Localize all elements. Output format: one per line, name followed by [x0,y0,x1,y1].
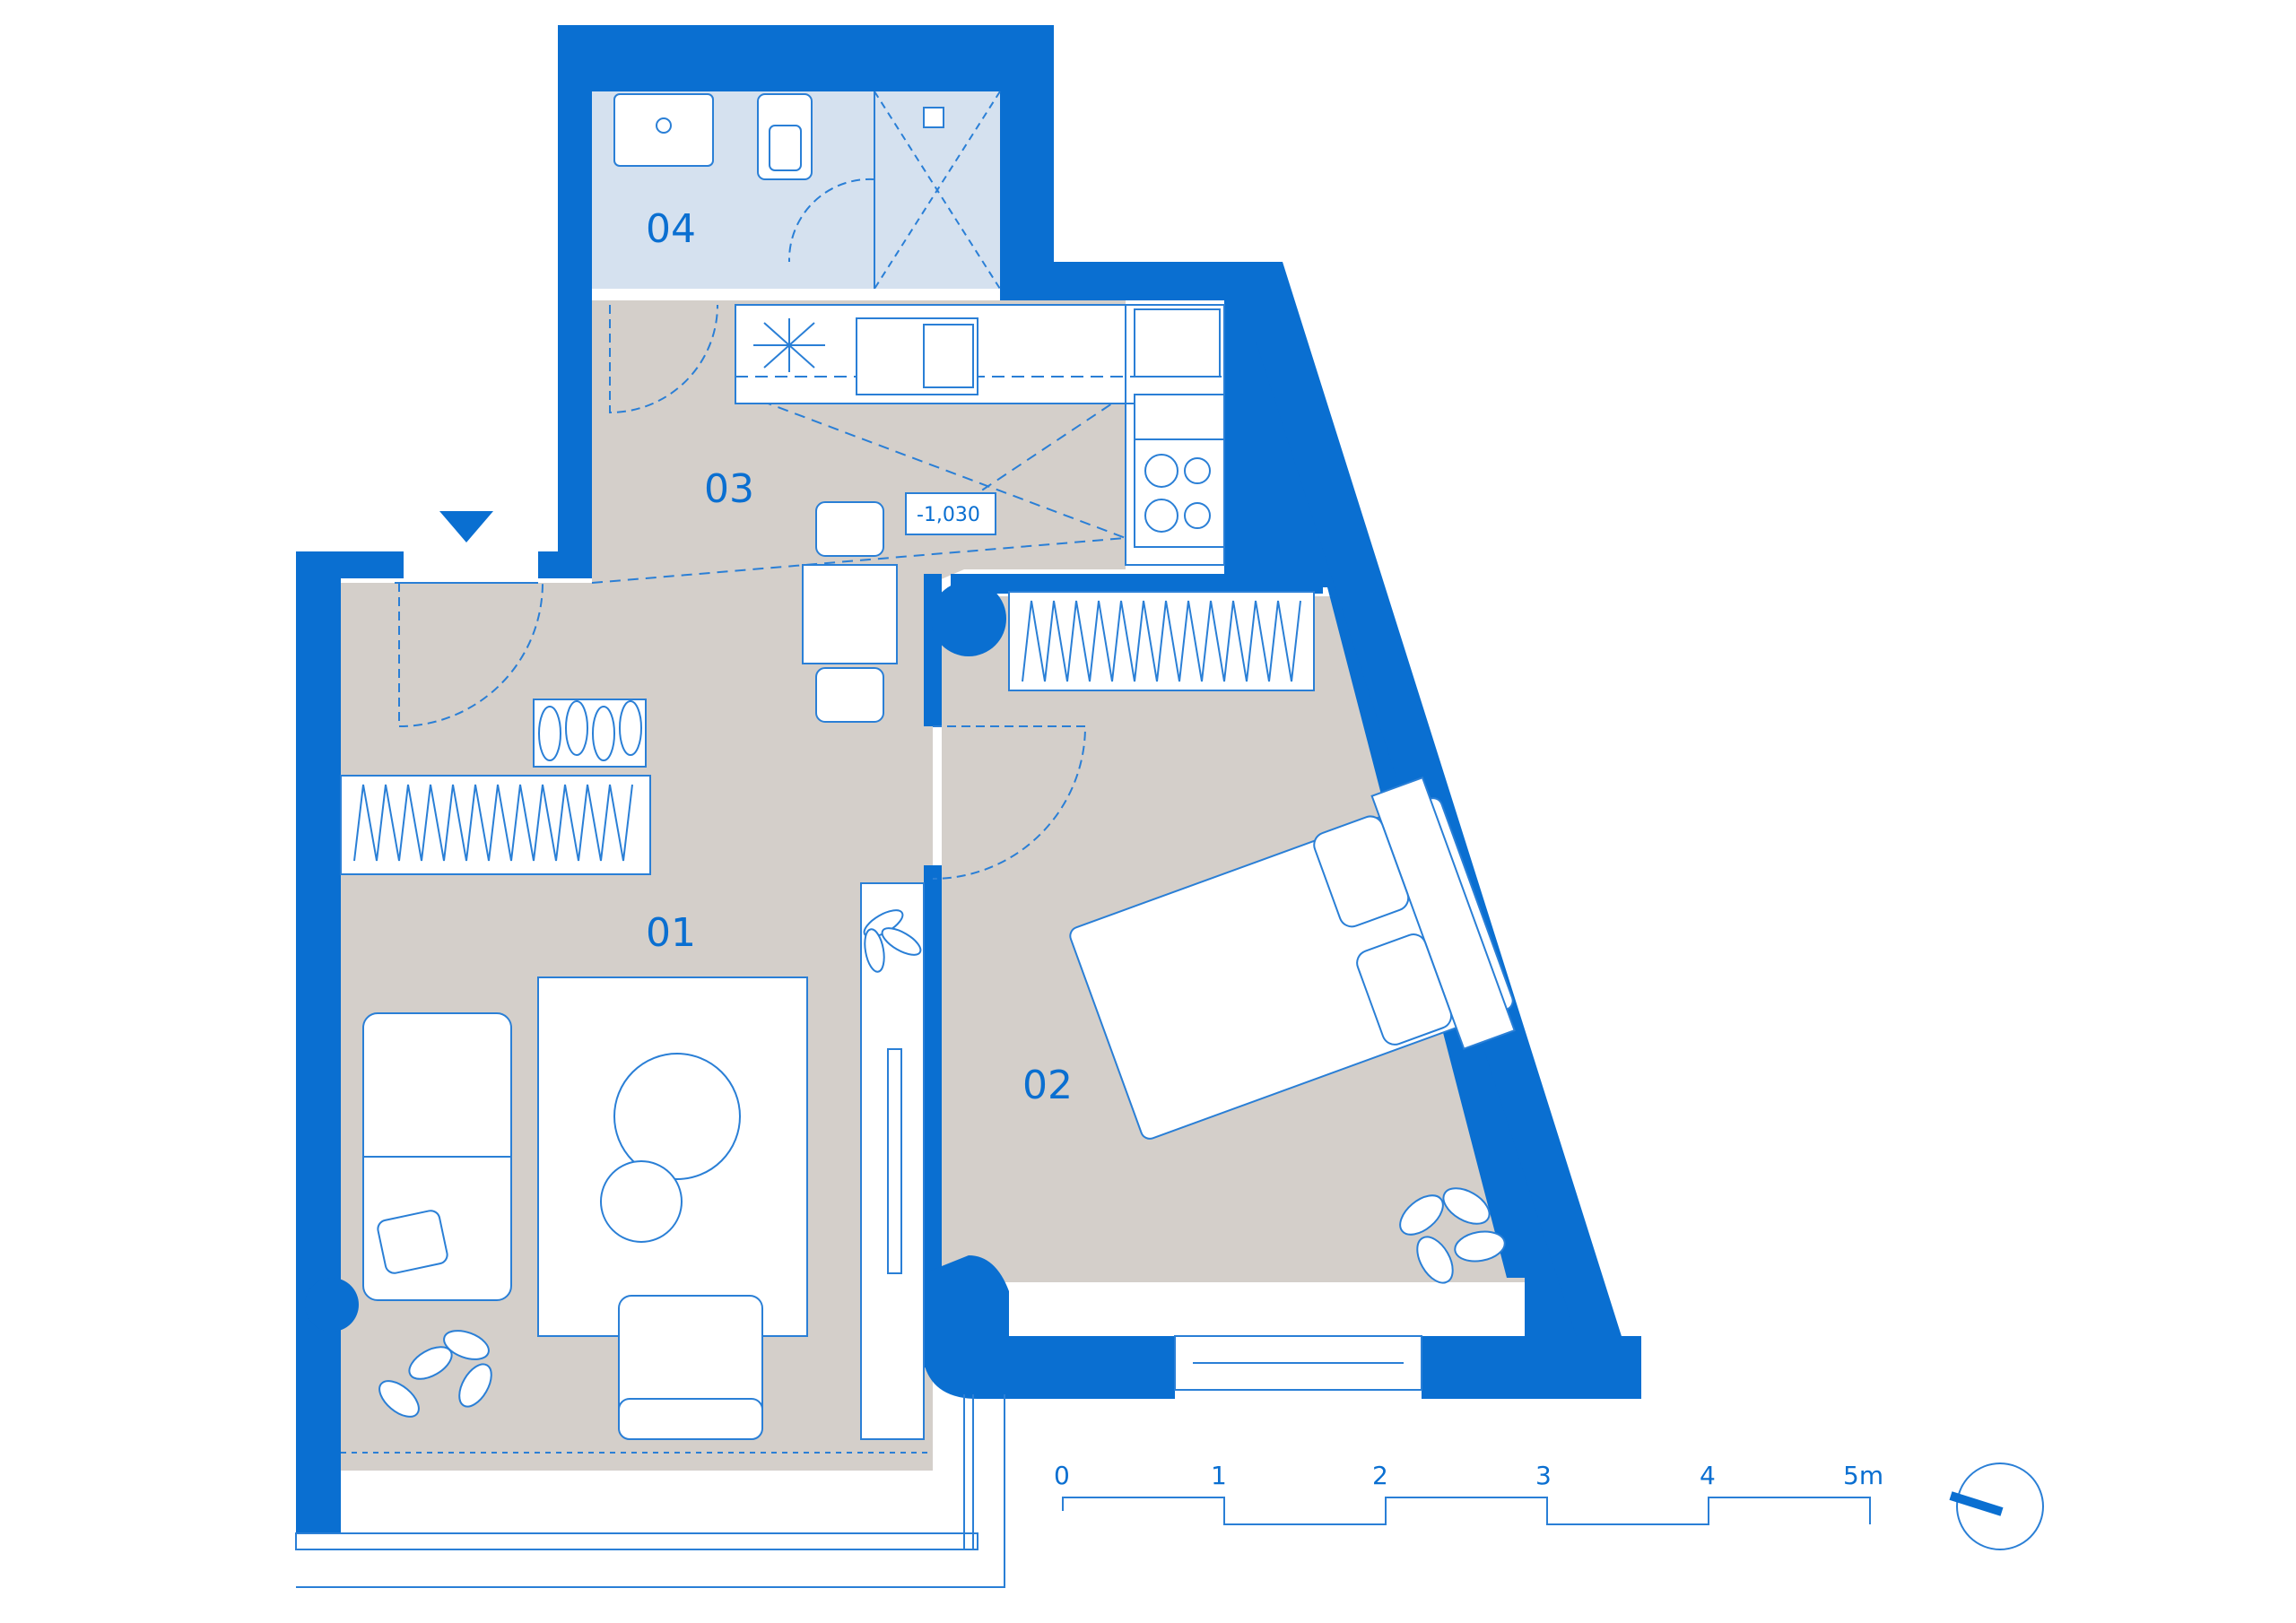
wall-partition-lower [924,865,942,1367]
bathroom-door-swing [609,304,718,414]
plant-icon [378,1330,492,1418]
wall-bedroom-bottom [924,1255,1175,1399]
coffee-table-large [613,1053,741,1180]
snowflake-icon [753,318,825,372]
toilet-seat [769,125,802,171]
burner-3 [1144,499,1178,533]
burner-1 [1144,454,1178,488]
kitchen-sink-bowl [923,324,974,388]
bed [1069,776,1516,1140]
scale-tick-4: 4 [1700,1461,1716,1490]
entrance-door-swing [398,582,544,728]
room-label-01: 01 [646,910,696,956]
tv [887,1048,902,1274]
stove-icon [1134,438,1225,548]
sofa-pillow [377,1210,448,1274]
wall-entrance-left [558,300,592,569]
wall-column-top [931,581,1006,656]
sink-icon [656,117,672,134]
scale-bar-labels: 0 1 2 3 4 5m [1054,1461,1883,1490]
furniture [340,93,1516,1440]
level-marker-box [905,492,996,535]
bedroom-window [1174,1335,1422,1391]
dining-chair-bottom [815,667,884,723]
dining-chair-top [815,501,884,557]
room-label-03: 03 [704,466,754,512]
ceiling-line-2 [744,394,1126,539]
shoe-3 [592,706,615,761]
wall-left [296,551,341,1533]
bedroom-door-swing [932,725,1087,880]
wall-kitchen-bottom [951,574,1323,594]
coffee-table-small [600,1160,683,1243]
dining-table [802,564,898,664]
burner-2 [1184,457,1211,484]
balcony-outline [296,1394,1005,1588]
level-marker: -1,030 [917,504,980,526]
wall-kitchen-right [1224,300,1242,574]
shoe-2 [565,700,588,756]
wall-column-left [305,1278,359,1332]
burner-4 [1184,502,1211,529]
bed-pillow-1 [1313,815,1410,928]
scale-bar-line [1062,1497,1871,1525]
shoe-4 [619,700,642,756]
wall-left-top [296,551,404,578]
shower-drain-icon [923,107,944,128]
bed-headboard [1370,776,1516,1050]
scale-bar [1062,1497,1871,1525]
balcony-rail [295,1532,978,1550]
wall-bedroom-right-bottom [1422,1336,1641,1399]
scale-tick-2: 2 [1372,1461,1388,1490]
wall-bathroom [558,25,1641,1399]
wardrobe-bedroom-pattern [1022,600,1301,682]
kitchen-side [1125,304,1225,566]
entrance-arrow-icon [439,511,493,542]
armchair-front [618,1398,763,1440]
shower-diag-2 [874,91,1001,290]
north-compass-icon [1949,1462,2044,1550]
plant-icon-3 [1399,1187,1506,1284]
wall-entrance-right [538,551,592,578]
shoe-1 [538,706,561,761]
scale-tick-5: 5m [1843,1461,1883,1490]
scale-tick-0: 0 [1054,1461,1070,1490]
scale-tick-1: 1 [1211,1461,1227,1490]
fridge [1134,308,1221,378]
plants [378,909,1506,1418]
scale-tick-3: 3 [1535,1461,1552,1490]
wardrobe-living-pattern [353,784,633,862]
room-label-02: 02 [1022,1063,1073,1108]
shower-door-swing [787,178,875,263]
kitchen-side-counter [1134,394,1225,440]
bed-pillow-2 [1356,933,1453,1046]
room-label-04: 04 [646,206,696,252]
plant-icon-2 [863,909,922,973]
line-work [295,91,1422,1588]
